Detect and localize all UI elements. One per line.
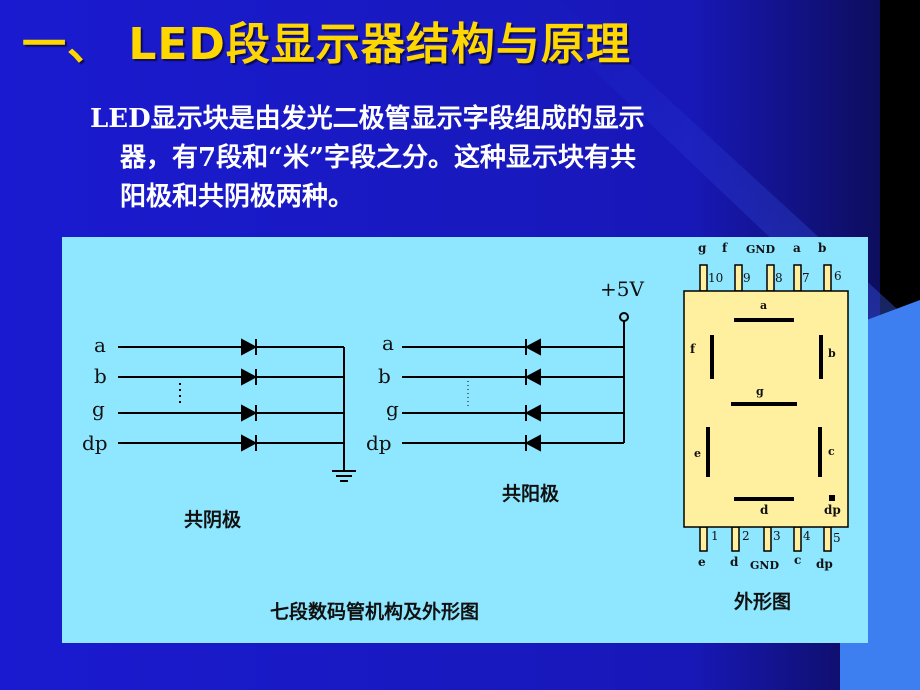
bottom-pin-letter-gnd: GND [750,559,779,572]
cathode-input-dp: dp [82,431,108,455]
bottom-pin-number-5: 5 [833,531,841,545]
top-pin-number-10: 10 [708,271,724,285]
package-outline-label: 外形图 [734,591,792,613]
figure-caption: 七段数码管机构及外形图 [270,601,480,623]
bottom-pin-letter-e: e [698,555,706,569]
cathode-input-g: g [92,397,105,421]
cathode-input-a: a [94,333,106,357]
segment-dp-label: dp [824,503,841,517]
anode-input-dp: dp [366,431,392,455]
top-pin-number-7: 7 [802,271,810,285]
top-pin-letter-2: f [722,241,728,255]
body-line-2: 器，有7段和“米”字段之分。这种显示块有共 [120,143,637,173]
anode-input-g: g [386,397,399,421]
segment-a-label: a [760,299,768,312]
segment-f-label: f [690,342,696,356]
bottom-pin-number-4: 4 [803,529,811,543]
top-pin-letter-4: a [793,241,801,255]
anode-input-a: a [382,331,394,355]
slide-title: 一、 LED段显示器结构与原理 [22,19,631,70]
top-pin-number-8: 8 [775,271,783,285]
segment-e-label: e [694,447,701,460]
common-anode-circuit [402,312,629,444]
bottom-pin-number-1: 1 [711,529,719,543]
figure-drawing [118,264,849,552]
segment-c-label: c [828,445,835,458]
bottom-pin-number-3: 3 [773,529,781,543]
body-line-1: LED显示块是由发光二极管显示字段组成的显示 [90,104,645,134]
bottom-pin-letter-dp: dp [816,557,833,571]
top-pin-letter-3: GND [746,243,775,256]
anode-input-b: b [378,364,391,388]
common-cathode-circuit [118,346,356,482]
cathode-diodes [241,338,258,452]
slide-body-text: LED显示块是由发光二极管显示字段组成的显示 器，有7段和“米”字段之分。这种显… [90,100,850,217]
top-pin-number-9: 9 [743,271,751,285]
bottom-pin-letter-c: c [794,553,802,567]
bottom-pin-number-2: 2 [742,529,750,543]
segment-b-label: b [828,347,836,360]
anode-diodes [524,338,541,452]
top-pin-letter-5: b [818,241,827,255]
supply-voltage-label: +5V [600,277,644,301]
segment-bars [706,318,835,501]
common-cathode-label: 共阴极 [184,509,242,531]
common-anode-label: 共阳极 [502,483,560,505]
cathode-input-b: b [94,364,107,388]
top-pin-number-6: 6 [834,269,842,283]
segment-d-label: d [760,503,769,517]
top-pin-letter-1: g [698,241,707,255]
body-line-3: 阳极和共阴极两种。 [120,182,355,212]
bottom-pin-letter-d: d [730,555,739,569]
package-body [683,290,849,528]
package-pins-bottom [699,526,832,552]
segment-g-label: g [756,385,764,398]
seven-segment-figure: a b g dp 共阴极 +5V a b g dp 共阳极 g f GND a … [62,237,868,643]
